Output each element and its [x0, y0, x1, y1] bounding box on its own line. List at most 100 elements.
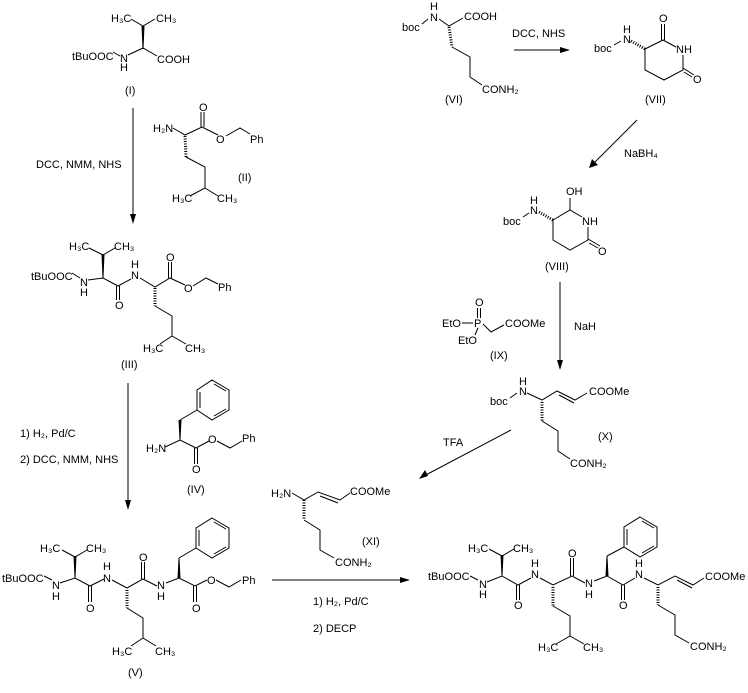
protecting-group: tBuOOC [72, 51, 114, 63]
atom-label: N [80, 277, 88, 289]
compound-I: H₃C CH₃ tBuOOC N H COOH (I) [72, 13, 190, 97]
atom-label: CH₃ [217, 193, 237, 205]
atom-label: O [207, 575, 216, 587]
compound-XI: H₂N COOMe CONH₂ (XI) [271, 486, 390, 569]
atom-label: O [199, 102, 208, 114]
atom-label: O [475, 297, 484, 309]
atom-label: O [208, 434, 217, 446]
atom-label: H [585, 589, 593, 601]
final-product: H₃C CH₃ tBuOOC N H O N H O N H O N H COO… [428, 516, 745, 654]
atom-label: N [530, 205, 538, 217]
atom-label: N [531, 569, 539, 581]
atom-label: O [693, 74, 702, 86]
atom-label: H [519, 376, 527, 388]
atom-label: OH [566, 186, 583, 198]
compound-X: H N boc COOMe CONH₂ (X) [490, 376, 629, 470]
reagent-label: TFA [443, 437, 464, 449]
atom-label: O [659, 13, 668, 25]
atom-label: H₂N [153, 123, 173, 135]
compound-VI: H N boc COOH CONH₂ (VI) [402, 1, 519, 106]
atom-label: EtO [442, 318, 461, 330]
atom-label: O [192, 464, 201, 476]
atom-label: N [479, 579, 487, 591]
atom-label: COOH [157, 54, 190, 66]
atom-label: H₂N [271, 488, 291, 500]
atom-label: N [120, 53, 128, 65]
atom-label: CH₃ [155, 646, 175, 658]
protecting-group: tBuOOC [31, 271, 73, 283]
reagent-label: 1) H₂, Pd/C [313, 596, 369, 608]
atom-label: H₂N [146, 443, 166, 455]
atom-label: EtO [458, 335, 477, 347]
atom-label: CH₃ [583, 642, 603, 654]
compound-VIII: OH H N boc NH O (VIII) [503, 186, 607, 273]
protecting-group: boc [503, 216, 521, 228]
atom-label: H [131, 259, 139, 271]
atom-label: CH₃ [185, 343, 205, 355]
atom-label: H [80, 287, 88, 299]
atom-label: N [157, 580, 165, 592]
atom-label: CONH₂ [482, 84, 519, 96]
compound-label: (I) [125, 85, 135, 97]
reagent-label: NaH [574, 321, 596, 333]
atom-label: CONH₂ [570, 458, 607, 470]
atom-label: O [598, 246, 607, 258]
atom-label: Ph [250, 134, 263, 146]
atom-label: H₃C [468, 543, 488, 555]
protecting-group: tBuOOC [428, 571, 470, 583]
atom-label: Ph [218, 282, 231, 294]
atom-label: H₃C [111, 13, 131, 25]
atom-label: Ph [242, 575, 255, 587]
reagent-label: 2) DCC, NMM, NHS [20, 454, 118, 466]
atom-label: O [568, 548, 577, 560]
atom-label: N [131, 270, 139, 282]
atom-label: COOMe [505, 318, 545, 330]
atom-label: O [184, 283, 193, 295]
atom-label: COOMe [589, 386, 629, 398]
protecting-group: boc [490, 396, 508, 408]
atom-label: H₃C [112, 646, 132, 658]
atom-label: Ph [242, 433, 255, 445]
compound-V: H₃C CH₃ tBuOOC N H O N H O N H O O Ph H₃… [2, 517, 255, 679]
atom-label: CH₃ [86, 543, 106, 555]
atom-label: P [474, 318, 481, 330]
reagent-label: 2) DECP [313, 623, 356, 635]
reaction-arrow [419, 429, 512, 479]
compound-label: (XI) [362, 536, 380, 548]
atom-label: N [635, 569, 643, 581]
compound-III: H₃C CH₃ tBuOOC N H O N H O O Ph H₃C CH₃ … [31, 241, 231, 371]
compound-II: H₂N O O Ph H₃C CH₃ (II) [153, 102, 263, 205]
atom-label: H [430, 1, 438, 13]
atom-label: H [157, 591, 165, 603]
reaction-arrow [589, 119, 638, 168]
reaction-arrow [130, 108, 136, 224]
atom-label: COOH [464, 11, 497, 23]
atom-label: N [430, 12, 438, 24]
atom-label: O [216, 134, 225, 146]
atom-label: H [531, 558, 539, 570]
atom-label: O [192, 603, 201, 615]
compound-IX: O EtO P COOMe EtO (IX) [442, 297, 545, 362]
reagent-label: DCC, NHS [512, 28, 565, 40]
atom-label: CH₃ [156, 13, 176, 25]
atom-label: H [635, 558, 643, 570]
reagent-label: NaBH₄ [624, 148, 658, 160]
compound-label: (X) [598, 431, 613, 443]
atom-label: H₃C [172, 193, 192, 205]
reaction-arrow [557, 282, 563, 370]
atom-label: COOMe [705, 571, 745, 583]
atom-label: CH₃ [513, 543, 533, 555]
compound-label: (VII) [645, 94, 666, 106]
atom-label: H₃C [69, 241, 89, 253]
atom-label: O [86, 603, 95, 615]
atom-label: H₃C [538, 642, 558, 654]
atom-label: O [166, 252, 175, 264]
atom-label: H₃C [143, 343, 163, 355]
atom-label: N [519, 386, 527, 398]
atom-label: O [139, 552, 148, 564]
compound-VII: H N boc O NH O (VII) [594, 13, 702, 106]
atom-label: N [52, 580, 60, 592]
reaction-arrow [514, 47, 570, 53]
reagent-label: 1) H₂, Pd/C [20, 428, 76, 440]
